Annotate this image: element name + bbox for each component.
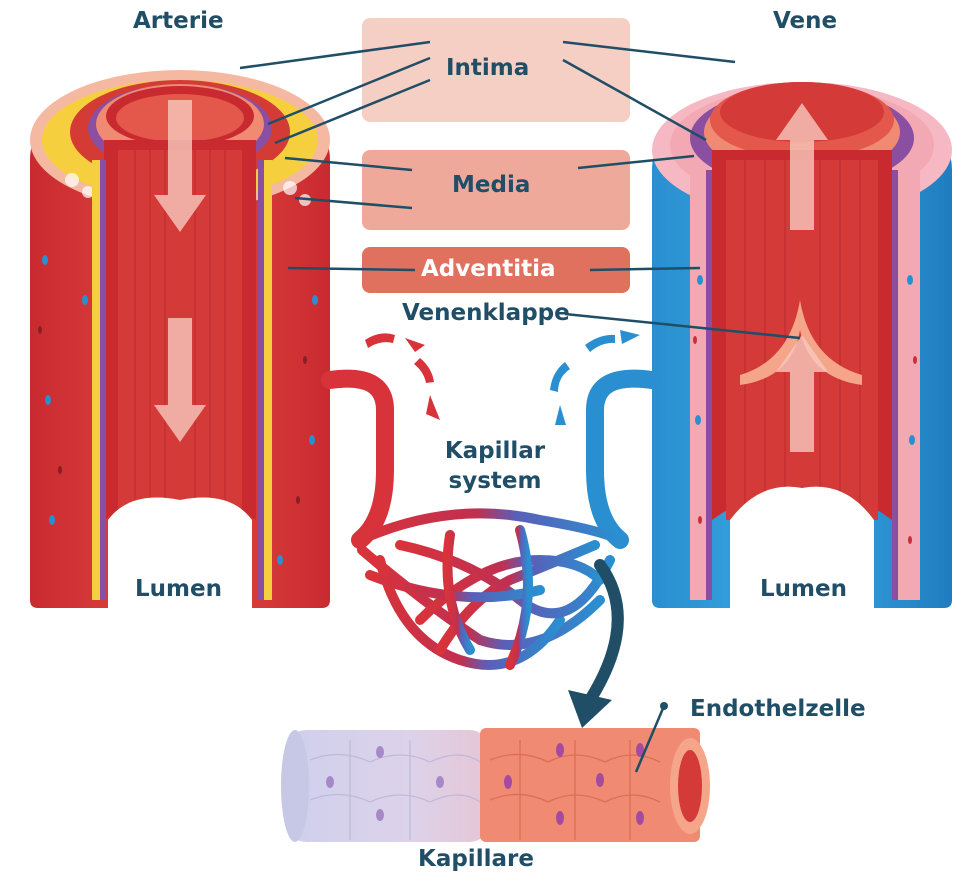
intima-label: Intima <box>446 55 529 81</box>
capillary-tube <box>281 728 710 842</box>
artery-illustration <box>30 70 330 608</box>
media-label: Media <box>452 172 530 198</box>
zoom-arrow-head <box>568 690 612 728</box>
capillary-system-label-line2: system <box>437 468 553 494</box>
venous-valve-label: Venenklappe <box>402 300 570 326</box>
lumen-left-label: Lumen <box>135 576 222 602</box>
endothel-pointer-dot <box>660 702 668 710</box>
vein-illustration <box>652 82 952 608</box>
vein-label: Vene <box>773 8 837 34</box>
lumen-right-label: Lumen <box>760 576 847 602</box>
adventitia-label: Adventitia <box>421 256 556 282</box>
capillary-network <box>330 379 652 665</box>
capillary-system-label-line1: Kapillar <box>437 438 553 464</box>
artery-label: Arterie <box>133 8 224 34</box>
capillary-label: Kapillare <box>418 846 534 872</box>
endothelial-cell-label: Endothelzelle <box>690 696 866 722</box>
